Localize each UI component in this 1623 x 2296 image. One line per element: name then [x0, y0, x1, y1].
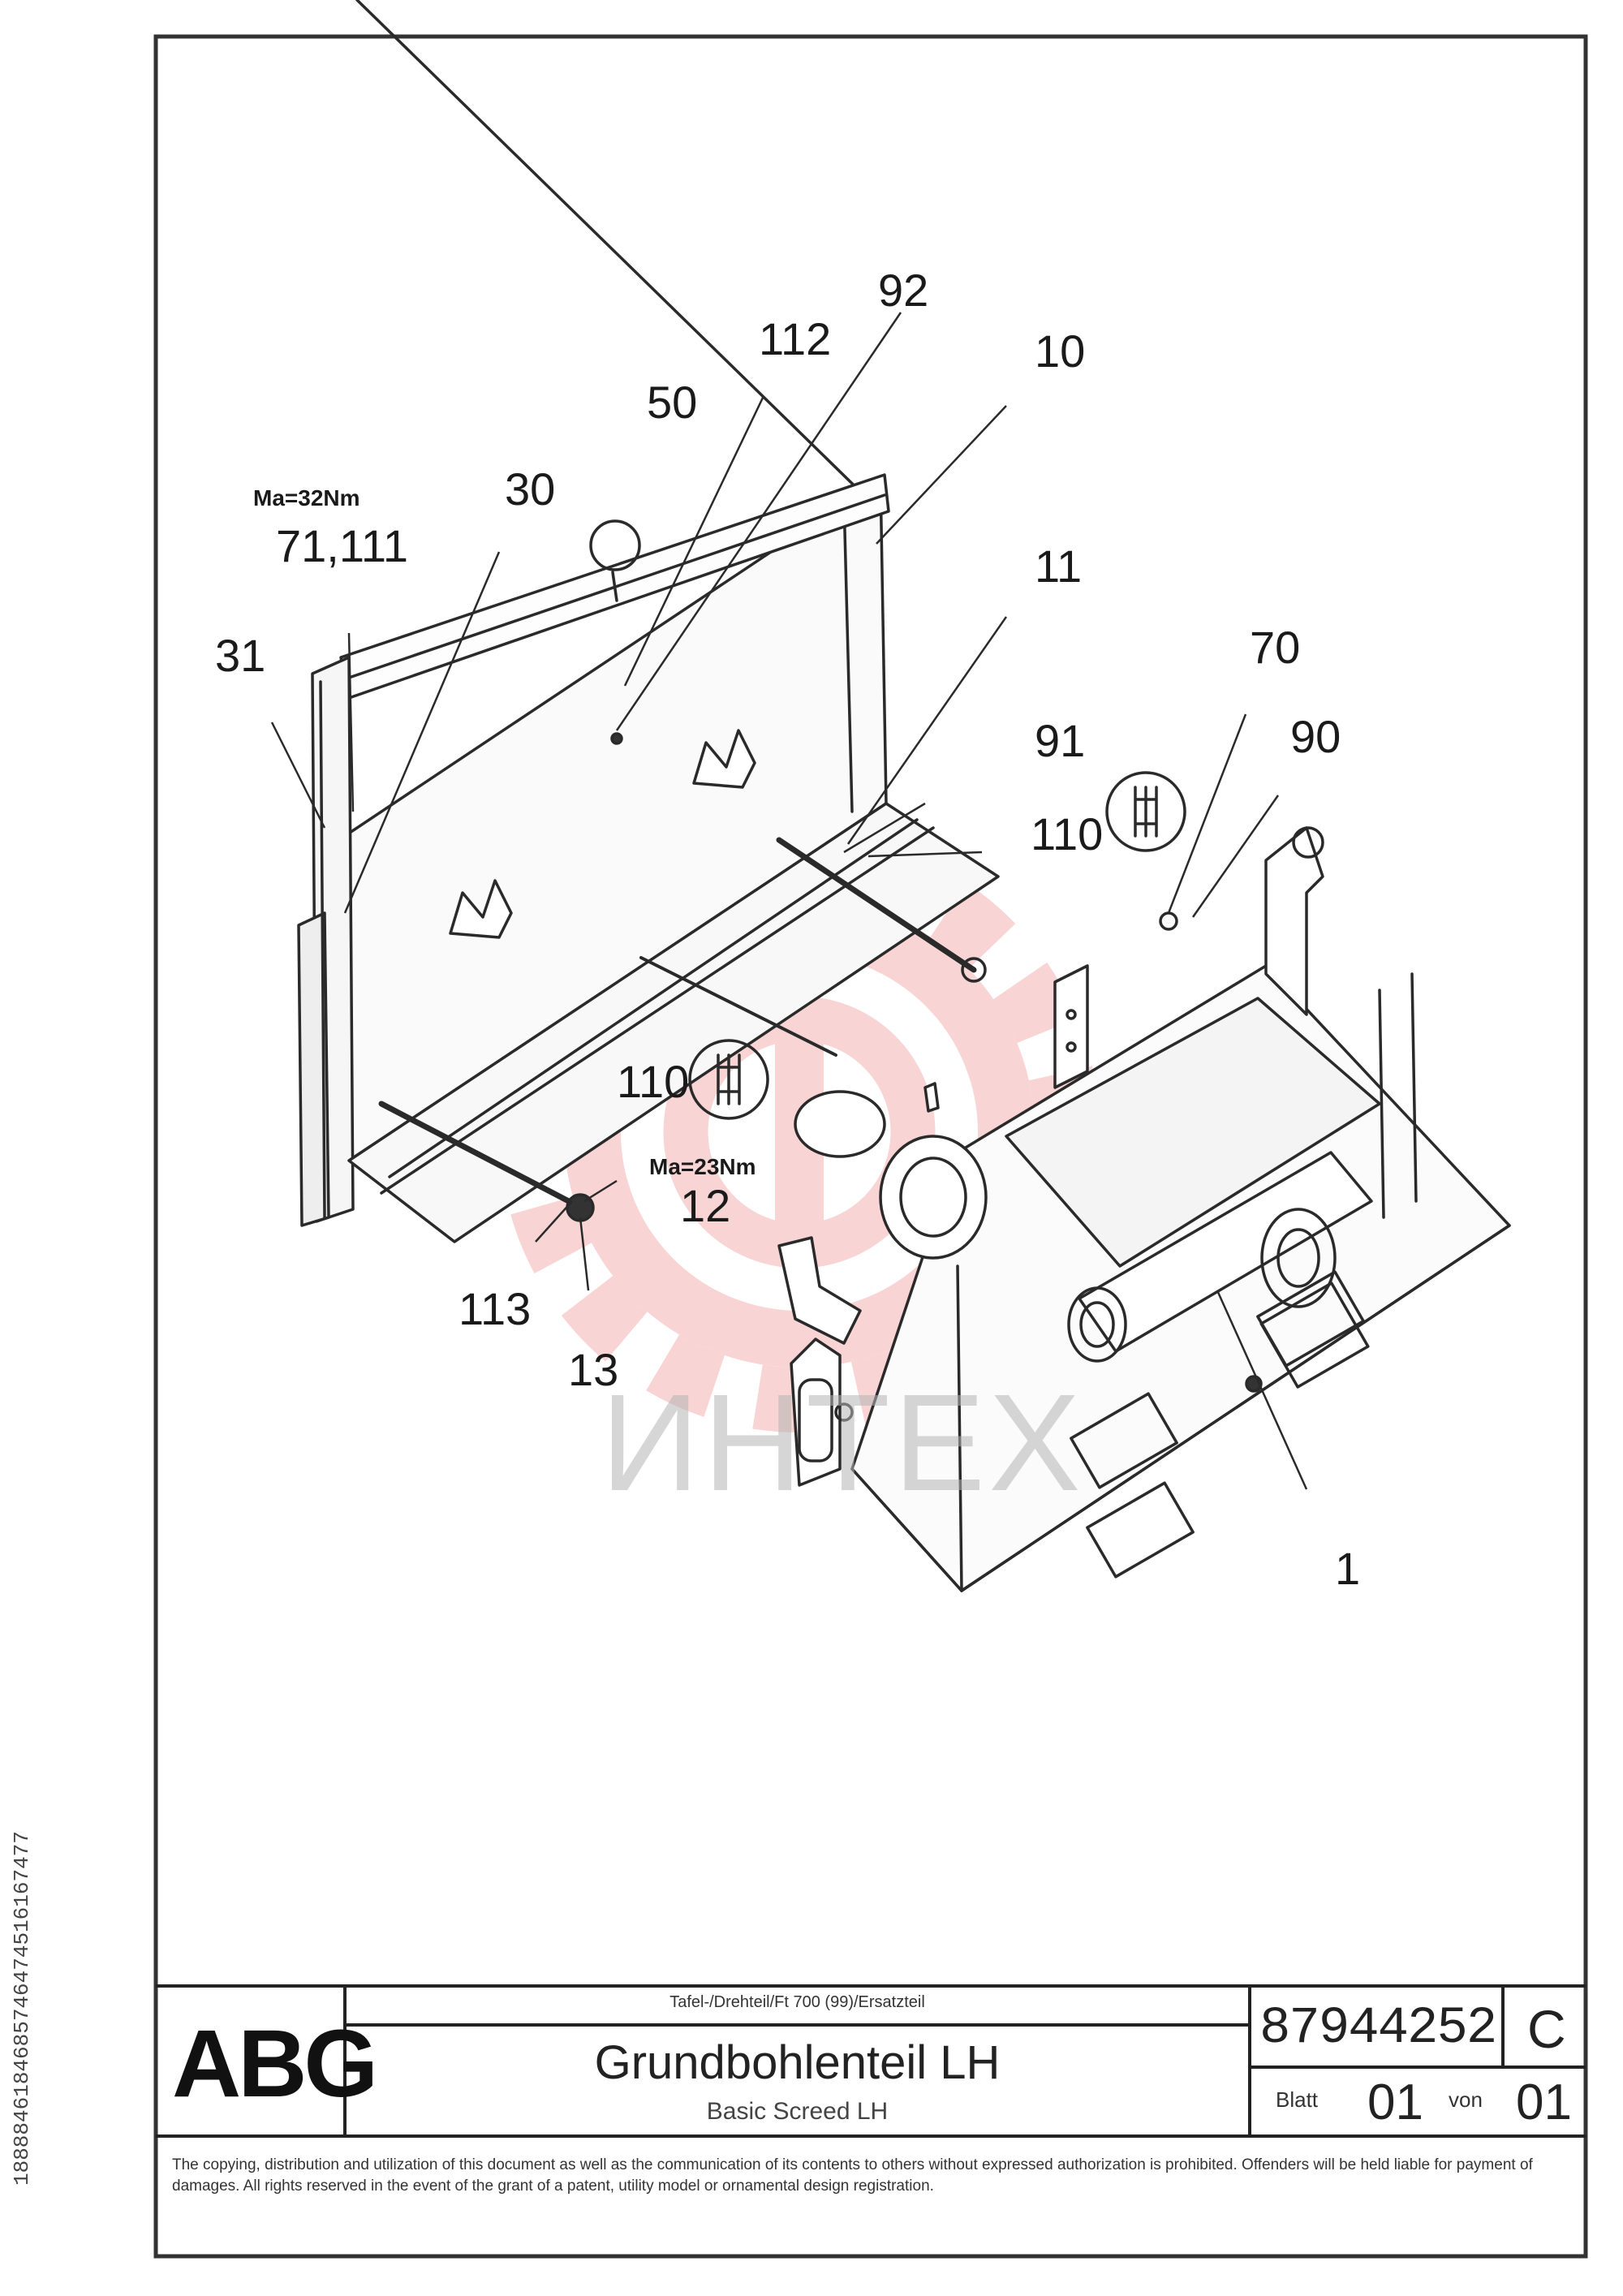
side-reference-code: 1888846184685746474516167477: [10, 1831, 34, 2186]
callout-50: 50: [647, 377, 698, 428]
callout-10: 10: [1035, 325, 1086, 377]
title-subtitle-small: Tafel-/Drehteil/Ft 700 (99)/Ersatzteil: [669, 1993, 925, 2011]
torque-note-upper: Ma=32Nm: [253, 485, 360, 510]
of-label: von: [1449, 2087, 1483, 2112]
sheet-number: 01: [1367, 2074, 1423, 2130]
callout-110-left: 110: [617, 1056, 690, 1107]
torque-note-lower: Ma=23Nm: [649, 1154, 756, 1179]
callout-70: 70: [1250, 622, 1301, 673]
sheet-label: Blatt: [1276, 2087, 1319, 2112]
callout-31: 31: [215, 630, 266, 681]
drawing-number: 87944252: [1259, 2000, 1497, 2058]
revision-letter: C: [1527, 1999, 1566, 2059]
callout-92: 92: [878, 265, 929, 316]
callout-90: 90: [1290, 711, 1341, 762]
callout-13: 13: [568, 1344, 619, 1395]
title-english: Basic Screed LH: [706, 2098, 889, 2125]
title-german: Grundbohlenteil LH: [594, 2036, 1001, 2089]
callout-113: 113: [458, 1283, 532, 1334]
callout-112: 112: [759, 313, 832, 364]
callout-11: 11: [1035, 541, 1083, 592]
callout-110-right: 110: [1031, 808, 1104, 859]
callout-12: 12: [680, 1180, 731, 1231]
callout-91: 91: [1035, 715, 1086, 766]
abg-logo: ABG: [172, 2010, 378, 2117]
copyright-notice: The copying, distribution and utilizatio…: [172, 2156, 1533, 2195]
callout-30: 30: [505, 463, 556, 515]
callout-1: 1: [1335, 1543, 1361, 1594]
callout-71-111: 71,111: [276, 520, 408, 571]
sheet-total: 01: [1516, 2074, 1572, 2130]
watermark-text: ИНТЕХ: [601, 1366, 1084, 1520]
